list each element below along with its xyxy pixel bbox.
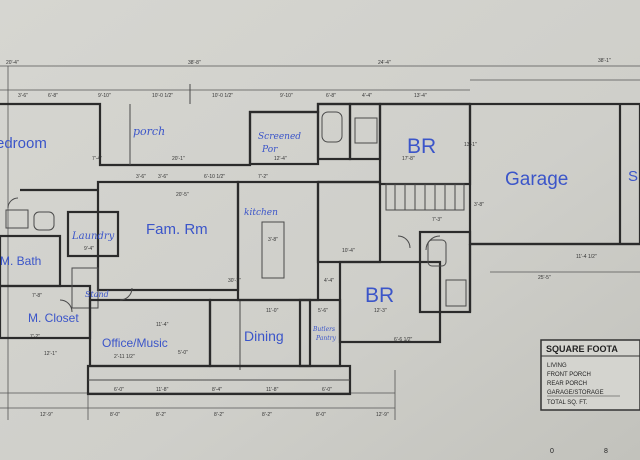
- dim-text: 12'-9": [376, 412, 389, 418]
- dim-text: 7'-3": [432, 217, 442, 223]
- room-labels: edroom porch Screened Por BR Garage S La…: [0, 125, 638, 350]
- dim-text: 17'-8": [402, 156, 415, 162]
- dim-text: 3'-6": [18, 93, 28, 99]
- dim-text: 11'-0": [266, 308, 279, 314]
- dim-text: 20'-1": [172, 156, 185, 162]
- dim-text: 9'-4": [84, 246, 94, 252]
- dim-text: 30'-1": [228, 278, 241, 284]
- dim-text: 20'-5": [176, 192, 189, 198]
- square-footage-table: SQUARE FOOTA LIVING FRONT PORCH REAR POR…: [540, 339, 640, 411]
- dim-text: 3'-6": [158, 174, 168, 180]
- dim-text: 11'-8": [266, 387, 279, 393]
- room-label-kitchen: kitchen: [244, 208, 278, 218]
- dim-text: 4'-4": [324, 278, 334, 284]
- dim-text: 9'-10": [280, 93, 293, 99]
- dim-text: 5'-6": [318, 308, 328, 314]
- dim-text: 13'-4": [414, 93, 427, 99]
- room-label-m-closet: M. Closet: [28, 311, 79, 325]
- dim-text: 38'-8": [188, 60, 201, 66]
- dim-text: 6'-10 1/2": [204, 174, 225, 180]
- room-label-screened-por: Por: [261, 145, 278, 155]
- dim-text: 12'-4": [274, 156, 287, 162]
- room-label-br-bottom: BR: [365, 284, 394, 307]
- room-label-porch: porch: [133, 125, 165, 138]
- dim-text: 8'-0": [316, 412, 326, 418]
- dim-text: 11'-4": [156, 322, 169, 328]
- dim-text: 6'-8": [326, 93, 336, 99]
- dim-text: 8'-4": [212, 387, 222, 393]
- dim-text: 25'-5": [538, 275, 551, 281]
- room-label-garage: Garage: [505, 169, 568, 190]
- room-label-screened: Screened: [258, 132, 301, 142]
- dim-text: 12'-3": [374, 308, 387, 314]
- table-row: GARAGE/STORAGE: [547, 390, 604, 396]
- dim-text: 38'-1": [598, 58, 611, 64]
- table-row: TOTAL SQ. FT.: [547, 400, 588, 406]
- dimension-texts: 20'-4" 38'-8" 24'-4" 38'-1" 3'-6" 6'-8" …: [6, 58, 611, 418]
- room-label-fam-rm: Fam. Rm: [146, 221, 208, 238]
- dim-text: 5'-0": [178, 350, 188, 356]
- room-label-br-top: BR: [407, 135, 436, 158]
- dim-text: 2'-11 1/2": [114, 354, 135, 360]
- dim-text: 20'-4": [6, 60, 19, 66]
- dim-text: 6'-8": [48, 93, 58, 99]
- dim-text: 11'-8": [156, 387, 169, 393]
- dimension-lines: [0, 65, 640, 420]
- dim-text: 7'-4": [92, 156, 102, 162]
- dim-text: 8'-2": [214, 412, 224, 418]
- dim-text: 10'-0 1/2": [152, 93, 173, 99]
- dim-text: 8'-2": [156, 412, 166, 418]
- room-label-butlers: Butlers: [312, 326, 335, 333]
- table-row: FRONT PORCH: [547, 372, 591, 378]
- room-label-m-bath: M. Bath: [0, 254, 41, 268]
- table-row: LIVING: [547, 363, 567, 369]
- scale-bar: 0 8: [550, 448, 608, 455]
- dim-text: 10'-4": [342, 248, 355, 254]
- room-label-pantry: Pantry: [315, 335, 336, 342]
- dim-text: 3'-6": [136, 174, 146, 180]
- dim-text: 24'-4": [378, 60, 391, 66]
- dim-text: 6'-0": [322, 387, 332, 393]
- table-row: REAR PORCH: [547, 381, 587, 387]
- dim-text: 8'-2": [262, 412, 272, 418]
- dim-text: 12'-1": [44, 351, 57, 357]
- room-label-bedroom: edroom: [0, 135, 47, 152]
- dim-text: 11'-4 1/2": [576, 254, 597, 260]
- dim-text: 12'-9": [40, 412, 53, 418]
- room-label-office-music: Office/Music: [102, 336, 168, 350]
- dim-text: 7'-8": [32, 293, 42, 299]
- table-title: SQUARE FOOTA: [546, 344, 618, 354]
- dim-text: 3'-8": [268, 237, 278, 243]
- dim-text: 9'-10": [98, 93, 111, 99]
- room-label-edge: S: [628, 168, 638, 185]
- dim-text: 10'-0 1/2": [212, 93, 233, 99]
- dim-text: 7'-2": [30, 334, 40, 340]
- room-label-stand: Stand: [85, 290, 109, 299]
- dim-text: 4'-4": [362, 93, 372, 99]
- dim-text: 7'-2": [258, 174, 268, 180]
- scale-mark-0: 0: [550, 448, 554, 455]
- dim-text: 8'-0": [110, 412, 120, 418]
- walls: [0, 84, 640, 396]
- dim-text: 3'-8": [474, 202, 484, 208]
- scale-mark-8: 8: [604, 448, 608, 455]
- dim-text: 6'-6 1/2": [394, 337, 413, 343]
- dim-text: 13'-1": [464, 142, 477, 148]
- room-label-dining: Dining: [244, 328, 284, 344]
- dim-text: 6'-0": [114, 387, 124, 393]
- room-label-laundry: Laundry: [71, 231, 115, 242]
